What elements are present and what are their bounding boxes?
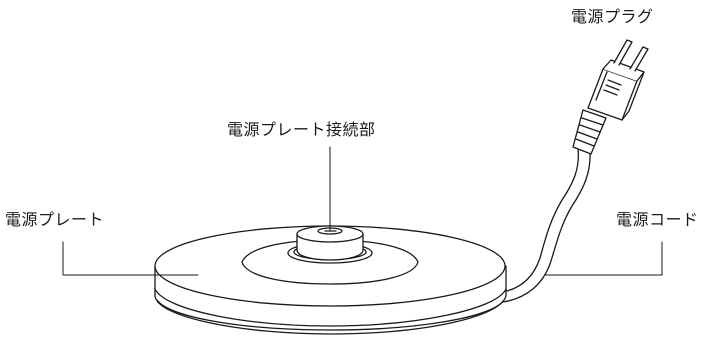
- base-leader: [62, 241, 199, 276]
- connector-label: 電源プレート接続部: [227, 120, 376, 139]
- center-connector: [241, 225, 419, 285]
- power-base-label: 電源プレート: [5, 210, 105, 229]
- power-plug: [572, 39, 649, 155]
- cord-leader: [545, 241, 663, 276]
- leader-lines: [62, 146, 663, 276]
- power-cord-label: 電源コード: [616, 210, 699, 229]
- power-cord: [502, 147, 591, 303]
- power-plug-label: 電源プラグ: [571, 7, 654, 26]
